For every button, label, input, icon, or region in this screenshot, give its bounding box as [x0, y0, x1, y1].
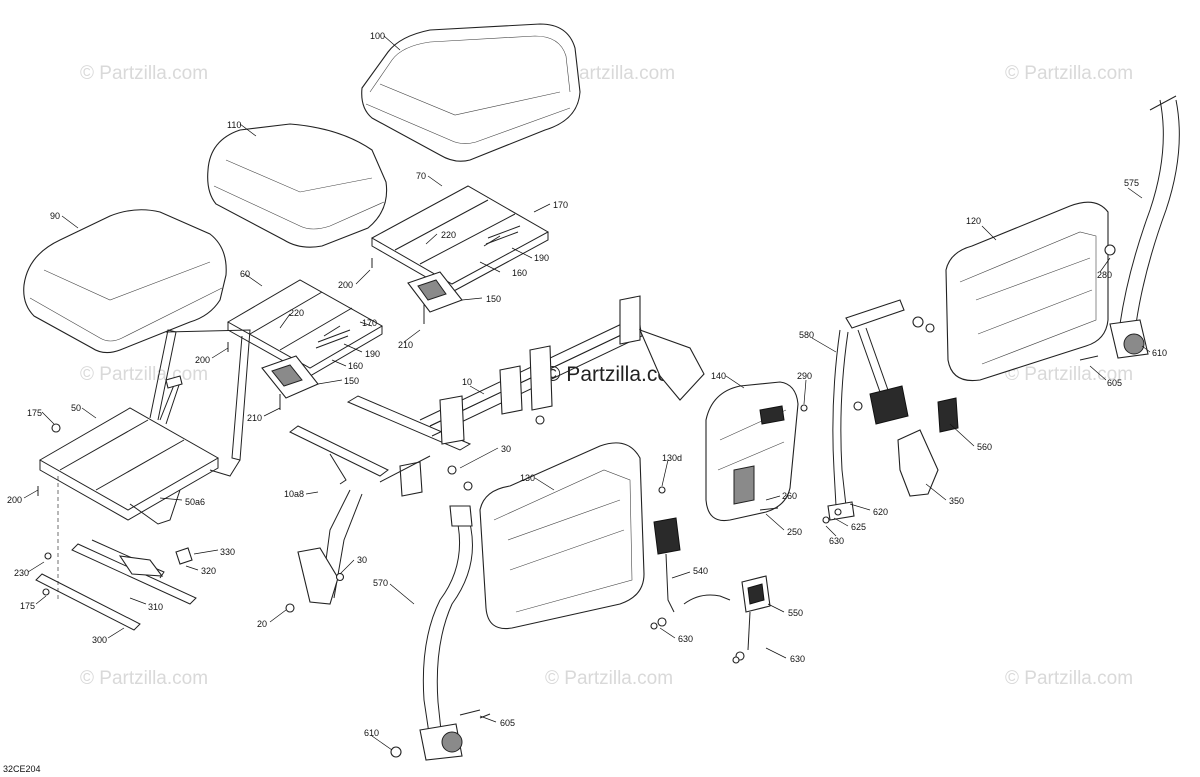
callout-570: 570: [373, 578, 389, 588]
callout-580: 580: [799, 330, 815, 340]
callout-605: 605: [500, 718, 516, 728]
watermark: © Partzilla.com: [545, 668, 674, 689]
callout-70: 70: [416, 171, 427, 181]
latch-560: [937, 397, 959, 433]
watermark: © Partzilla.com: [80, 63, 209, 84]
buckle-550: [735, 575, 771, 661]
callout-290: 290: [797, 371, 813, 381]
slide-rails: [35, 476, 197, 631]
callout-540: 540: [693, 566, 709, 576]
seat-cushion-110: [207, 123, 388, 248]
callout-200: 200: [195, 355, 211, 365]
callout-175: 175: [20, 601, 36, 611]
callout-20: 20: [257, 619, 268, 629]
watermark: © Partzilla.com: [1005, 668, 1134, 689]
watermark: © Partzilla.com: [80, 668, 209, 689]
callout-200: 200: [338, 280, 354, 290]
callout-100: 100: [370, 31, 386, 41]
seat-frame-70: [370, 185, 550, 313]
diagram-code: 32CE204: [3, 764, 41, 774]
callout-260: 260: [782, 491, 798, 501]
callout-170: 170: [553, 200, 569, 210]
callout-280: 280: [1097, 270, 1113, 280]
callout-170: 170: [362, 318, 378, 328]
callout-60: 60: [240, 269, 251, 279]
callout-220: 220: [441, 230, 457, 240]
callout-30: 30: [501, 444, 512, 454]
watermark-center: © Partzilla.com: [545, 363, 687, 386]
callout-220: 220: [289, 308, 305, 318]
callout-630: 630: [678, 634, 694, 644]
callout-625: 625: [851, 522, 867, 532]
seat-cushion-100: [361, 23, 581, 162]
callout-120: 120: [966, 216, 982, 226]
callout-630: 630: [790, 654, 806, 664]
callout-610: 610: [1152, 348, 1168, 358]
callout-620: 620: [873, 507, 889, 517]
callout-175: 175: [27, 408, 43, 418]
callout-190: 190: [365, 349, 381, 359]
callout-190: 190: [534, 253, 550, 263]
callout-110: 110: [227, 120, 242, 130]
callout-610: 610: [364, 728, 380, 738]
backrest-130: [479, 442, 645, 630]
callout-90: 90: [50, 211, 61, 221]
callout-150: 150: [344, 376, 360, 386]
callout-575: 575: [1124, 178, 1140, 188]
seat-base-structure-10: [289, 295, 705, 605]
watermark: © Partzilla.com: [1005, 364, 1134, 385]
callout-605: 605: [1107, 378, 1123, 388]
backrest-140: [705, 381, 799, 522]
retractor-580: [827, 299, 935, 521]
callout-560: 560: [977, 442, 993, 452]
callout-30: 30: [357, 555, 368, 565]
callout-350: 350: [949, 496, 965, 506]
leader-lines: [23, 35, 1151, 751]
callout-130: 130: [520, 473, 536, 483]
callout-10a8: 10a8: [284, 489, 305, 499]
callout-10: 10: [462, 377, 473, 387]
watermark: © Partzilla.com: [1005, 63, 1134, 84]
callout-200: 200: [7, 495, 23, 505]
callout-50a6: 50a6: [185, 497, 206, 507]
trim-cover-350: [897, 429, 939, 497]
callout-310: 310: [148, 602, 164, 612]
callout-210: 210: [398, 340, 414, 350]
callout-150: 150: [486, 294, 502, 304]
seat-frame-50: [38, 329, 251, 525]
seatbelt-575: [1104, 95, 1180, 359]
callout-230: 230: [14, 568, 30, 578]
callout-320: 320: [201, 566, 217, 576]
callout-250: 250: [787, 527, 803, 537]
callout-160: 160: [512, 268, 528, 278]
callout-210: 210: [247, 413, 263, 423]
callout-630: 630: [829, 536, 845, 546]
callout-550: 550: [788, 608, 804, 618]
fasteners: [37, 235, 1099, 719]
callout-140: 140: [711, 371, 727, 381]
buckle-540: [653, 517, 731, 627]
backrest-120: [945, 201, 1109, 382]
callout-300: 300: [92, 635, 108, 645]
seat-cushion-90: [23, 209, 227, 354]
callout-130d: 130d: [662, 453, 683, 463]
callout-50: 50: [71, 403, 82, 413]
callout-160: 160: [348, 361, 364, 371]
seatbelt-570: [390, 505, 481, 761]
callout-330: 330: [220, 547, 236, 557]
seat-frame-60: [226, 279, 384, 399]
